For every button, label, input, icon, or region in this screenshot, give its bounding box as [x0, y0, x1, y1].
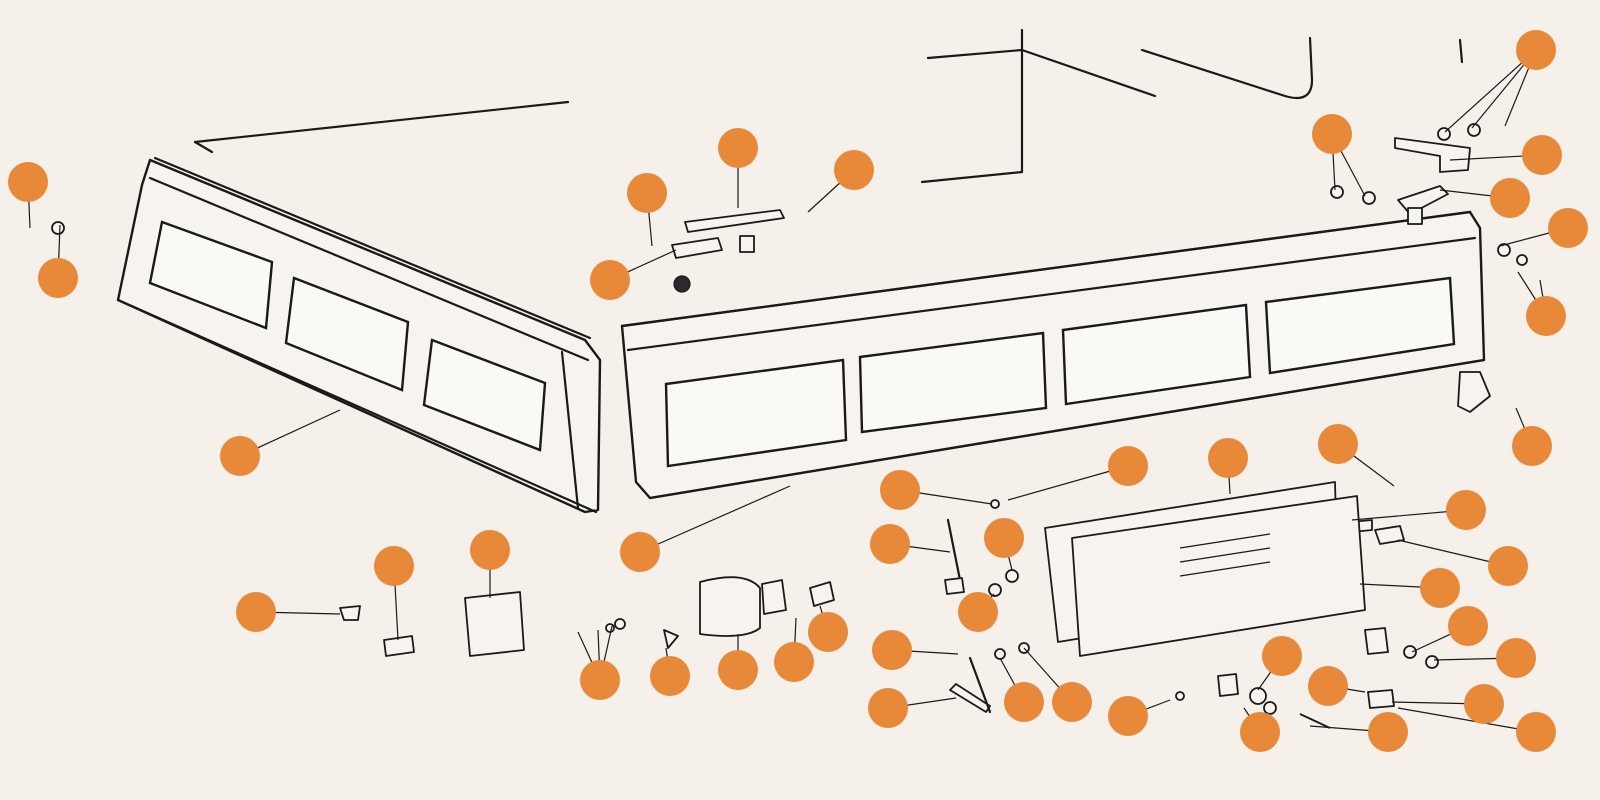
part-callout[interactable]	[220, 436, 260, 476]
part-callout[interactable]	[236, 592, 276, 632]
part-callout[interactable]	[872, 630, 912, 670]
part-callout[interactable]	[1368, 712, 1408, 752]
part-callout[interactable]	[958, 592, 998, 632]
part-callout[interactable]	[1512, 426, 1552, 466]
part-callout[interactable]	[1446, 490, 1486, 530]
part-callout[interactable]	[590, 260, 630, 300]
part-callout[interactable]	[984, 518, 1024, 558]
part-callout[interactable]	[1516, 712, 1556, 752]
rear-tailgate-panel	[620, 210, 1486, 500]
leader-line	[1007, 465, 1129, 501]
part-callout[interactable]	[1308, 666, 1348, 706]
part-callout[interactable]	[1208, 438, 1248, 478]
part-callout[interactable]	[1262, 636, 1302, 676]
leader-line	[639, 485, 791, 553]
part-callout[interactable]	[1522, 135, 1562, 175]
part-callout[interactable]	[620, 532, 660, 572]
part-callout[interactable]	[650, 656, 690, 696]
part-callout[interactable]	[868, 688, 908, 728]
part-callout[interactable]	[1490, 178, 1530, 218]
left-side-panel	[116, 156, 602, 514]
part-callout[interactable]	[374, 546, 414, 586]
part-callout[interactable]	[1496, 638, 1536, 678]
leader-line	[1397, 707, 1537, 733]
callout-markers	[8, 30, 1588, 752]
part-callout[interactable]	[808, 612, 848, 652]
part-callout[interactable]	[1526, 296, 1566, 336]
part-callout[interactable]	[1548, 208, 1588, 248]
part-callout[interactable]	[1448, 606, 1488, 646]
part-callout[interactable]	[870, 524, 910, 564]
part-callout[interactable]	[1108, 696, 1148, 736]
part-callout[interactable]	[774, 642, 814, 682]
part-callout[interactable]	[1464, 684, 1504, 724]
part-callout[interactable]	[1052, 682, 1092, 722]
part-callout[interactable]	[1516, 30, 1556, 70]
part-callout[interactable]	[627, 173, 667, 213]
part-callout[interactable]	[1318, 424, 1358, 464]
part-callout[interactable]	[718, 650, 758, 690]
hardware-parts	[51, 123, 1528, 729]
part-callout[interactable]	[580, 660, 620, 700]
part-callout[interactable]	[1488, 546, 1528, 586]
part-callout[interactable]	[1420, 568, 1460, 608]
cover-panels	[1044, 481, 1366, 657]
part-callout[interactable]	[1312, 114, 1352, 154]
vehicle-outline	[193, 28, 1464, 184]
part-callout[interactable]	[1108, 446, 1148, 486]
leader-line	[1444, 49, 1537, 133]
part-callout[interactable]	[1004, 682, 1044, 722]
part-callout[interactable]	[470, 530, 510, 570]
part-callout[interactable]	[834, 150, 874, 190]
part-callout[interactable]	[718, 128, 758, 168]
part-callout[interactable]	[38, 258, 78, 298]
part-callout[interactable]	[880, 470, 920, 510]
part-callout[interactable]	[8, 162, 48, 202]
part-callout[interactable]	[1240, 712, 1280, 752]
